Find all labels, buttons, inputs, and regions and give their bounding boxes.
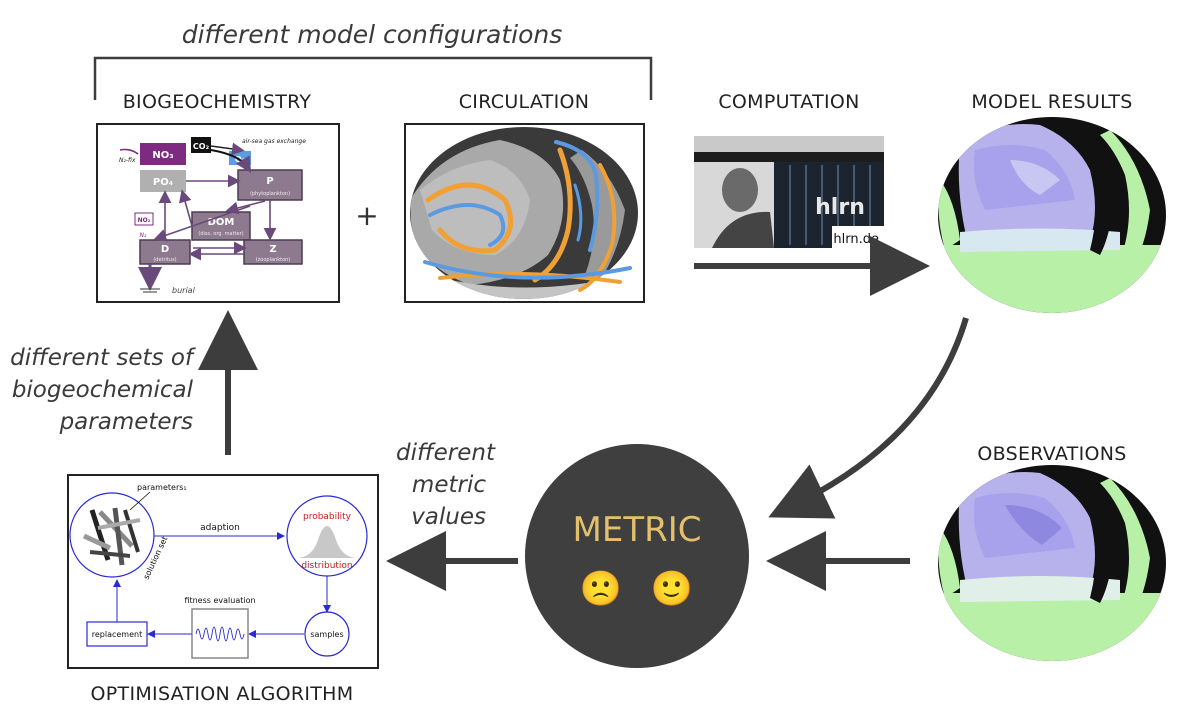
air-sea-label: air-sea gas exchange bbox=[242, 138, 306, 145]
computation-photo: hlrn hlrn.de bbox=[694, 136, 884, 248]
computation-sign: hlrn bbox=[815, 195, 865, 220]
n2fix-label: N₂-fix bbox=[119, 157, 136, 164]
adaption-label: adaption bbox=[200, 523, 240, 533]
flow-arrows bbox=[198, 236, 969, 591]
biogeochemistry-panel: NO₃ PO₄ CO₂ O₂ air-sea gas exchange N₂-f… bbox=[96, 123, 340, 303]
header-observations: OBSERVATIONS bbox=[977, 443, 1126, 465]
co2-box bbox=[191, 137, 211, 153]
top-label: different model configurations bbox=[182, 20, 563, 49]
replacement-box bbox=[86, 621, 148, 647]
no3-label: NO₃ bbox=[152, 150, 173, 161]
header-circulation: CIRCULATION bbox=[459, 91, 590, 113]
arrow-results-to-metric bbox=[768, 317, 969, 519]
d-sub: (detritus) bbox=[153, 257, 176, 263]
bgc-arrows bbox=[119, 142, 277, 291]
header-optimisation: OPTIMISATION ALGORITHM bbox=[91, 683, 354, 705]
model-results-globe bbox=[938, 117, 1166, 313]
metric-label-line1: different bbox=[396, 440, 496, 466]
samples-circle bbox=[304, 611, 350, 657]
co2-label: CO₂ bbox=[193, 142, 210, 151]
computation-credit: hlrn.de bbox=[833, 232, 879, 247]
z-label: Z bbox=[269, 244, 276, 255]
dom-sub: (diss. org. matter) bbox=[198, 231, 243, 237]
burial-label: burial bbox=[172, 286, 196, 295]
sad-face-icon: 🙁 bbox=[580, 569, 622, 609]
fitness-label: fitness evaluation bbox=[184, 596, 255, 605]
samples-label: samples bbox=[310, 630, 343, 639]
optimisation-panel: parameters₁ solution set adaption probab… bbox=[67, 474, 379, 669]
z-sub: (zooplankton) bbox=[256, 257, 291, 263]
po4-label: PO₄ bbox=[153, 177, 173, 188]
probability-label: probability bbox=[303, 512, 352, 522]
no2-box bbox=[134, 212, 154, 226]
p-sub: (phytoplankton) bbox=[250, 191, 290, 197]
header-biogeochemistry: BIOGEOCHEMISTRY bbox=[123, 91, 312, 113]
parameters-label-line2: biogeochemical bbox=[12, 377, 194, 403]
p-label: P bbox=[266, 176, 273, 187]
distribution-label: distribution bbox=[301, 561, 352, 571]
parameters-label-line1: different sets of bbox=[10, 345, 196, 371]
parameter-sticks bbox=[82, 507, 141, 566]
metric-label-line2: metric bbox=[412, 472, 486, 498]
ocean-currents bbox=[423, 140, 632, 292]
no2-label: NO₂ bbox=[138, 217, 151, 224]
metric-values-label: different metric values bbox=[396, 440, 496, 530]
observations-globe bbox=[938, 465, 1166, 661]
no3-box bbox=[140, 143, 186, 165]
plus-sign: + bbox=[355, 199, 378, 232]
parameters-label: parameters₁ bbox=[137, 483, 187, 492]
n2-label: N₂ bbox=[140, 232, 147, 239]
parameters-label-line3: parameters bbox=[59, 409, 193, 435]
replacement-label: replacement bbox=[92, 630, 142, 639]
metric-label-line3: values bbox=[411, 504, 486, 530]
d-label: D bbox=[161, 244, 169, 255]
po4-box bbox=[140, 170, 186, 192]
happy-face-icon: 🙂 bbox=[651, 569, 693, 609]
metric-circle: METRIC 🙁 🙂 bbox=[525, 444, 749, 668]
solution-set-circle bbox=[69, 492, 155, 578]
distribution-curve bbox=[296, 526, 358, 558]
dom-label: DOM bbox=[208, 217, 235, 228]
header-model-results: MODEL RESULTS bbox=[971, 91, 1132, 113]
fitness-wave bbox=[195, 626, 245, 642]
header-computation: COMPUTATION bbox=[718, 91, 859, 113]
parameters-label: different sets of biogeochemical paramet… bbox=[10, 345, 196, 435]
circulation-panel bbox=[404, 123, 645, 303]
config-bracket bbox=[93, 56, 653, 100]
metric-title: METRIC bbox=[573, 510, 702, 550]
